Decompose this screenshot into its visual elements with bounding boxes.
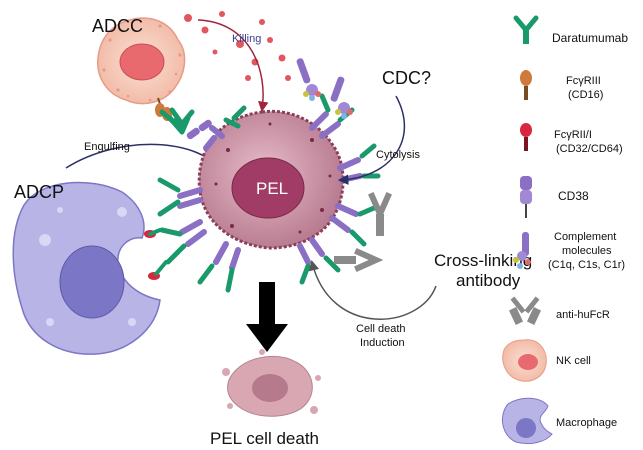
cell-death-label-line1: Cell death xyxy=(356,323,406,335)
cd38-antibody-complex-left xyxy=(148,177,207,276)
cdc-label: CDC? xyxy=(382,68,431,88)
legend-label-fcgr2-line2: (CD32/CD64) xyxy=(556,143,623,155)
cd38-icon xyxy=(520,176,532,218)
legend-label-fcgr2-line1: FcγRII/I xyxy=(554,129,592,141)
killing-arrow xyxy=(197,19,269,113)
legend-label-daratumumab: Daratumumab xyxy=(552,31,628,45)
engulfing-label: Engulfing xyxy=(84,141,130,153)
dead-pel-cell xyxy=(222,349,321,417)
legend-label-complement-line1: Complement xyxy=(554,231,616,243)
down-arrow xyxy=(246,282,288,352)
legend-label-fcgr3-line2: (CD16) xyxy=(568,89,603,101)
legend-label-nk-cell: NK cell xyxy=(556,355,591,367)
cell-death-induction-arrow xyxy=(308,259,437,320)
legend-label-fcgr3-line1: FcγRIII xyxy=(566,75,601,87)
cross-linking-label-line2: antibody xyxy=(456,271,521,290)
pel-label: PEL xyxy=(256,179,288,198)
anti-hufcr-icon xyxy=(508,296,542,325)
nk-cell-icon xyxy=(502,339,547,382)
cytolysis-label: Cytolysis xyxy=(376,149,421,161)
daratumumab-icon xyxy=(513,15,539,44)
nk-cell xyxy=(97,17,186,121)
pel-cell xyxy=(197,109,345,250)
fcgr2-icon xyxy=(520,123,532,151)
antibody-nk-link xyxy=(169,105,247,151)
complement-icon xyxy=(513,232,531,269)
killing-granules xyxy=(184,11,291,81)
fcgr3-icon xyxy=(520,70,532,100)
legend-label-macrophage: Macrophage xyxy=(556,417,617,429)
cytolysis-arrow xyxy=(337,95,406,185)
legend-label-complement-line2: molecules xyxy=(562,245,612,257)
adcc-label: ADCC xyxy=(92,16,143,36)
legend-label-complement-line3: (C1q, C1s, C1r) xyxy=(548,259,625,271)
cross-linking-label-line1: Cross-linking xyxy=(434,251,532,270)
legend-label-cd38: CD38 xyxy=(558,189,589,203)
cd38-antibody-complex-top-left xyxy=(159,109,212,140)
macrophage xyxy=(12,181,161,355)
anti-hufcr-complex xyxy=(334,192,392,272)
pel-cell-death-label: PEL cell death xyxy=(210,429,319,448)
complement-molecules xyxy=(296,58,353,119)
legend: Daratumumab FcγRIII (CD16) FcγRII/I (CD3… xyxy=(501,15,628,445)
cd38-antibody-complex-bottom xyxy=(197,237,341,293)
killing-label: Killing xyxy=(232,33,261,45)
macrophage-icon xyxy=(501,397,553,445)
legend-label-anti-hufcr: anti-huFcR xyxy=(556,309,610,321)
cell-death-label-line2: Induction xyxy=(360,337,405,349)
adcp-label: ADCP xyxy=(14,182,64,202)
